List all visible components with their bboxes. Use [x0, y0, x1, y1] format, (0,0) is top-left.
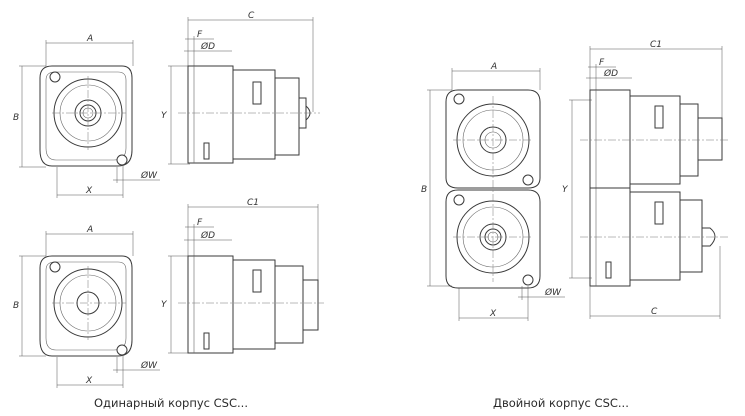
dim-label-a3: A	[490, 62, 497, 72]
dim-label-w2: ØW	[140, 360, 158, 371]
dim-label-c-double: C	[651, 307, 658, 317]
dim-label-a: A	[86, 34, 93, 44]
dim-label-f2: F	[197, 218, 203, 228]
dim-label-x2: X	[85, 376, 93, 386]
dim-label-y: Y	[161, 111, 168, 121]
dim-label-f: F	[197, 30, 203, 40]
single-housing-front-view-top: A B X ØW	[13, 34, 160, 198]
dim-label-b2: B	[13, 301, 19, 311]
dim-label-d3: ØD	[603, 68, 618, 79]
dim-label-a2: A	[86, 225, 93, 235]
dim-label-x3: X	[489, 309, 497, 319]
single-housing-side-view-bottom: C1 F ØD Y	[161, 198, 324, 354]
caption-double-housing: Двойной корпус CSC...	[493, 396, 629, 410]
dim-label-c1-double: C1	[650, 40, 662, 50]
caption-single-housing: Одинарный корпус CSC...	[94, 396, 248, 410]
dim-label-c1: C1	[247, 198, 259, 208]
dim-label-d: ØD	[200, 41, 215, 52]
dim-label-x: X	[85, 186, 93, 196]
dim-label-f3: F	[599, 58, 605, 68]
dim-label-w3: ØW	[544, 287, 562, 298]
dim-label-b3: B	[421, 185, 427, 195]
dim-label-c: C	[248, 11, 255, 21]
dim-label-w: ØW	[140, 170, 158, 181]
dim-label-y3: Y	[562, 185, 569, 195]
double-housing-front-view: A B X ØW	[421, 62, 565, 321]
single-housing-front-view-bottom: A B X ØW	[13, 225, 160, 388]
double-housing-side-view: C1 F ØD Y C	[562, 40, 728, 319]
dim-label-b: B	[13, 113, 19, 123]
dim-label-d2: ØD	[200, 230, 215, 241]
dim-label-y2: Y	[161, 300, 168, 310]
single-housing-side-view-top: C F ØD Y	[161, 11, 320, 165]
